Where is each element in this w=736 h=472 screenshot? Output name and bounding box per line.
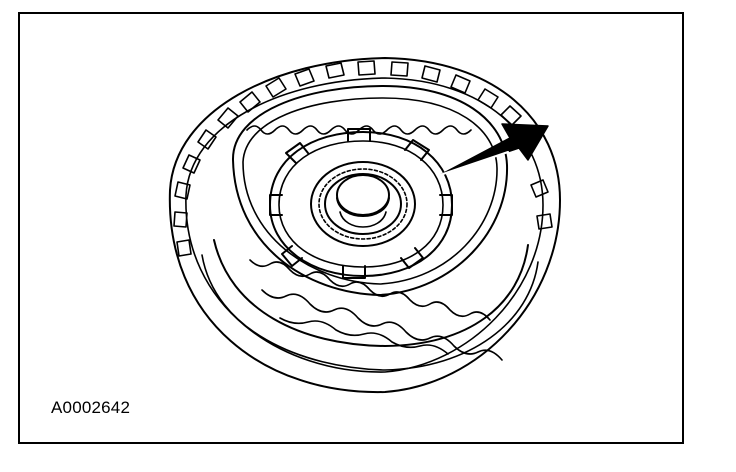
retaining-ring	[269, 128, 453, 279]
hub	[310, 161, 416, 247]
figure-frame	[18, 12, 684, 444]
figure-id-label: A0002642	[51, 398, 131, 417]
arrow-icon	[439, 123, 549, 176]
outer-drum	[168, 57, 561, 394]
clutch-plates	[231, 85, 509, 361]
outer-spline-teeth	[173, 60, 553, 257]
